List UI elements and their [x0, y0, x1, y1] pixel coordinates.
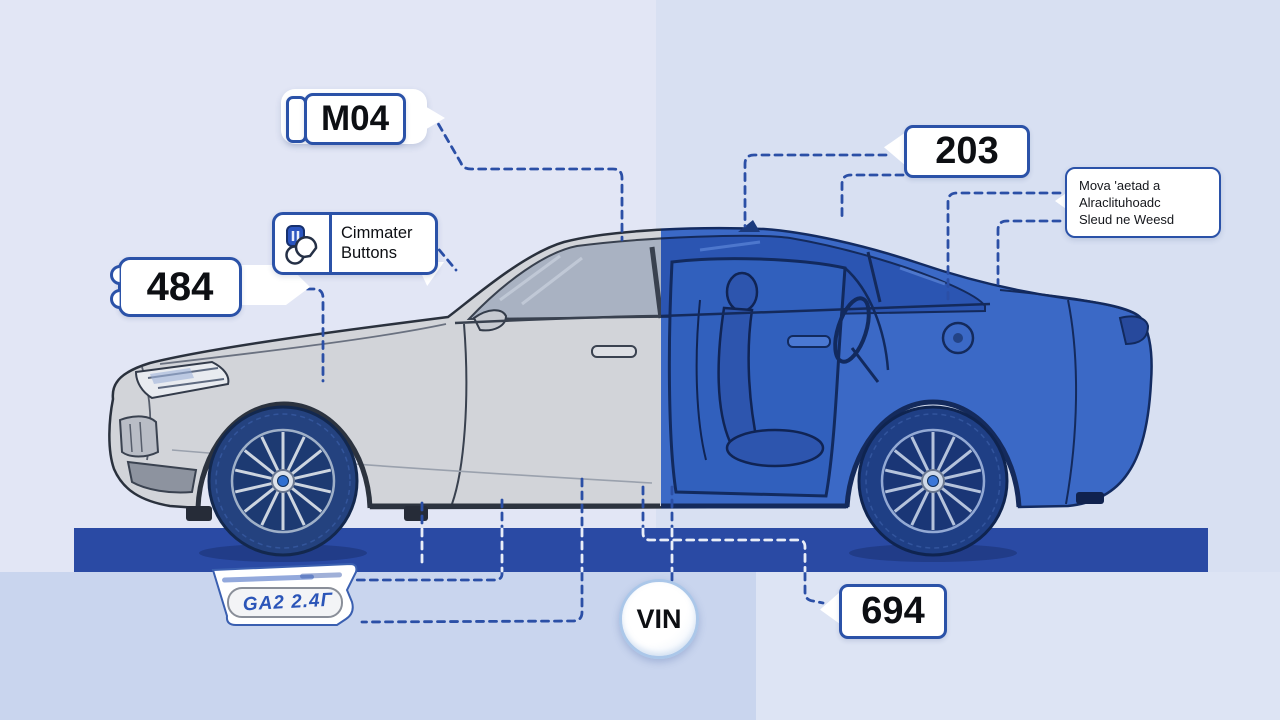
license-plate-text: GA2 2.4Γ	[242, 589, 334, 615]
callout-203-value: 203	[904, 125, 1030, 178]
callout-694: 694	[820, 584, 963, 639]
feature-callout-label: Cimmater Buttons	[332, 215, 435, 272]
note-callout: Mova 'aetad a Alraclituhoadc Sleud ne We…	[1050, 165, 1221, 245]
callout-484-text: 484	[146, 264, 214, 309]
callout-m04-tail	[421, 103, 445, 133]
front-wheel	[207, 405, 359, 557]
car-illustration	[108, 220, 1153, 557]
license-plate	[211, 562, 358, 626]
car-gray-half	[108, 226, 661, 521]
buttons-icon	[275, 215, 332, 272]
vin-badge: VIN	[619, 579, 699, 659]
connector-lines	[240, 111, 1062, 624]
feature-callout: Cimmater Buttons	[258, 212, 448, 292]
feature-label-line1: Cimmater	[341, 224, 413, 243]
callout-203: 203	[884, 125, 1044, 178]
callout-694-value: 694	[839, 584, 947, 639]
callout-m04-value: M04	[304, 93, 406, 145]
feature-label-line2: Buttons	[341, 243, 397, 262]
callout-m04: M04	[281, 89, 451, 149]
callout-484: 484	[110, 257, 310, 317]
callout-484-scallop-top	[110, 265, 120, 285]
rear-wheel	[857, 405, 1009, 557]
vin-text: VIN	[636, 603, 682, 634]
callout-203-text: 203	[935, 130, 999, 172]
callout-694-text: 694	[861, 590, 925, 632]
note-callout-box: Mova 'aetad a Alraclituhoadc Sleud ne We…	[1065, 167, 1221, 238]
note-line1: Mova 'aetad a	[1079, 178, 1161, 193]
note-line2: Alraclituhoadc	[1079, 195, 1161, 210]
callout-m04-text: M04	[320, 99, 390, 138]
callout-484-scallop-bottom	[110, 289, 120, 309]
note-line3: Sleud ne Weesd	[1079, 212, 1175, 227]
feature-callout-box: Cimmater Buttons	[272, 212, 438, 275]
callout-484-value: 484	[118, 257, 242, 317]
car-blue-half	[661, 220, 1153, 508]
